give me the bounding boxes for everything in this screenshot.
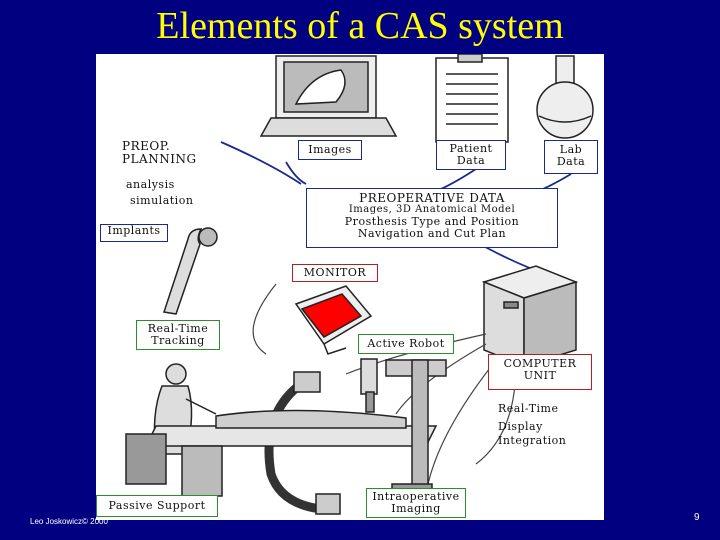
diagram-panel: PREOP. PLANNING analysis simulation Impl…	[96, 54, 604, 520]
integration-label: Integration	[498, 434, 567, 447]
analysis-label: analysis	[126, 178, 175, 191]
flask-illustration	[536, 55, 594, 139]
preoperative-data-line2: Prosthesis Type and Position	[344, 215, 520, 228]
preoperative-data-box: PREOPERATIVE DATA Images, 3D Anatomical …	[306, 188, 558, 248]
implants-box: Implants	[100, 224, 168, 242]
intraoperative-imaging-box: Intraoperative Imaging	[366, 488, 466, 518]
computer-unit-illustration	[481, 265, 579, 368]
clipboard-illustration	[435, 54, 509, 143]
images-box: Images	[298, 140, 362, 160]
simulation-label: simulation	[130, 194, 194, 207]
author-credit: Leo Joskowicz© 2000	[30, 517, 108, 526]
lab-data-box: Lab Data	[544, 140, 598, 174]
preop-planning-label: PREOP. PLANNING	[122, 140, 214, 166]
preoperative-data-line1: Images, 3D Anatomical Model	[348, 204, 516, 215]
monitor-box: MONITOR	[292, 264, 378, 282]
preoperative-data-title: PREOPERATIVE DATA	[359, 191, 505, 205]
preop-planning-text: PREOP. PLANNING	[122, 139, 197, 166]
diagram-illustration	[125, 54, 594, 515]
realtime-tracking-box: Real-Time Tracking	[136, 320, 220, 350]
monitor-illustration	[294, 285, 373, 355]
passive-support-box: Passive Support	[96, 495, 218, 517]
computer-terminal-illustration	[259, 55, 398, 137]
active-robot-box: Active Robot	[358, 334, 454, 354]
display-label: Display	[498, 420, 543, 433]
slide-title: Elements of a CAS system	[156, 5, 564, 47]
patient-data-box: Patient Data	[436, 140, 506, 170]
c-arm-illustration	[264, 380, 322, 514]
realtime-label: Real-Time	[498, 402, 559, 415]
implant-illustration	[163, 227, 218, 315]
preoperative-data-line3: Navigation and Cut Plan	[357, 227, 507, 240]
page-number: 9	[694, 512, 700, 523]
computer-unit-box: COMPUTER UNIT	[488, 354, 592, 390]
